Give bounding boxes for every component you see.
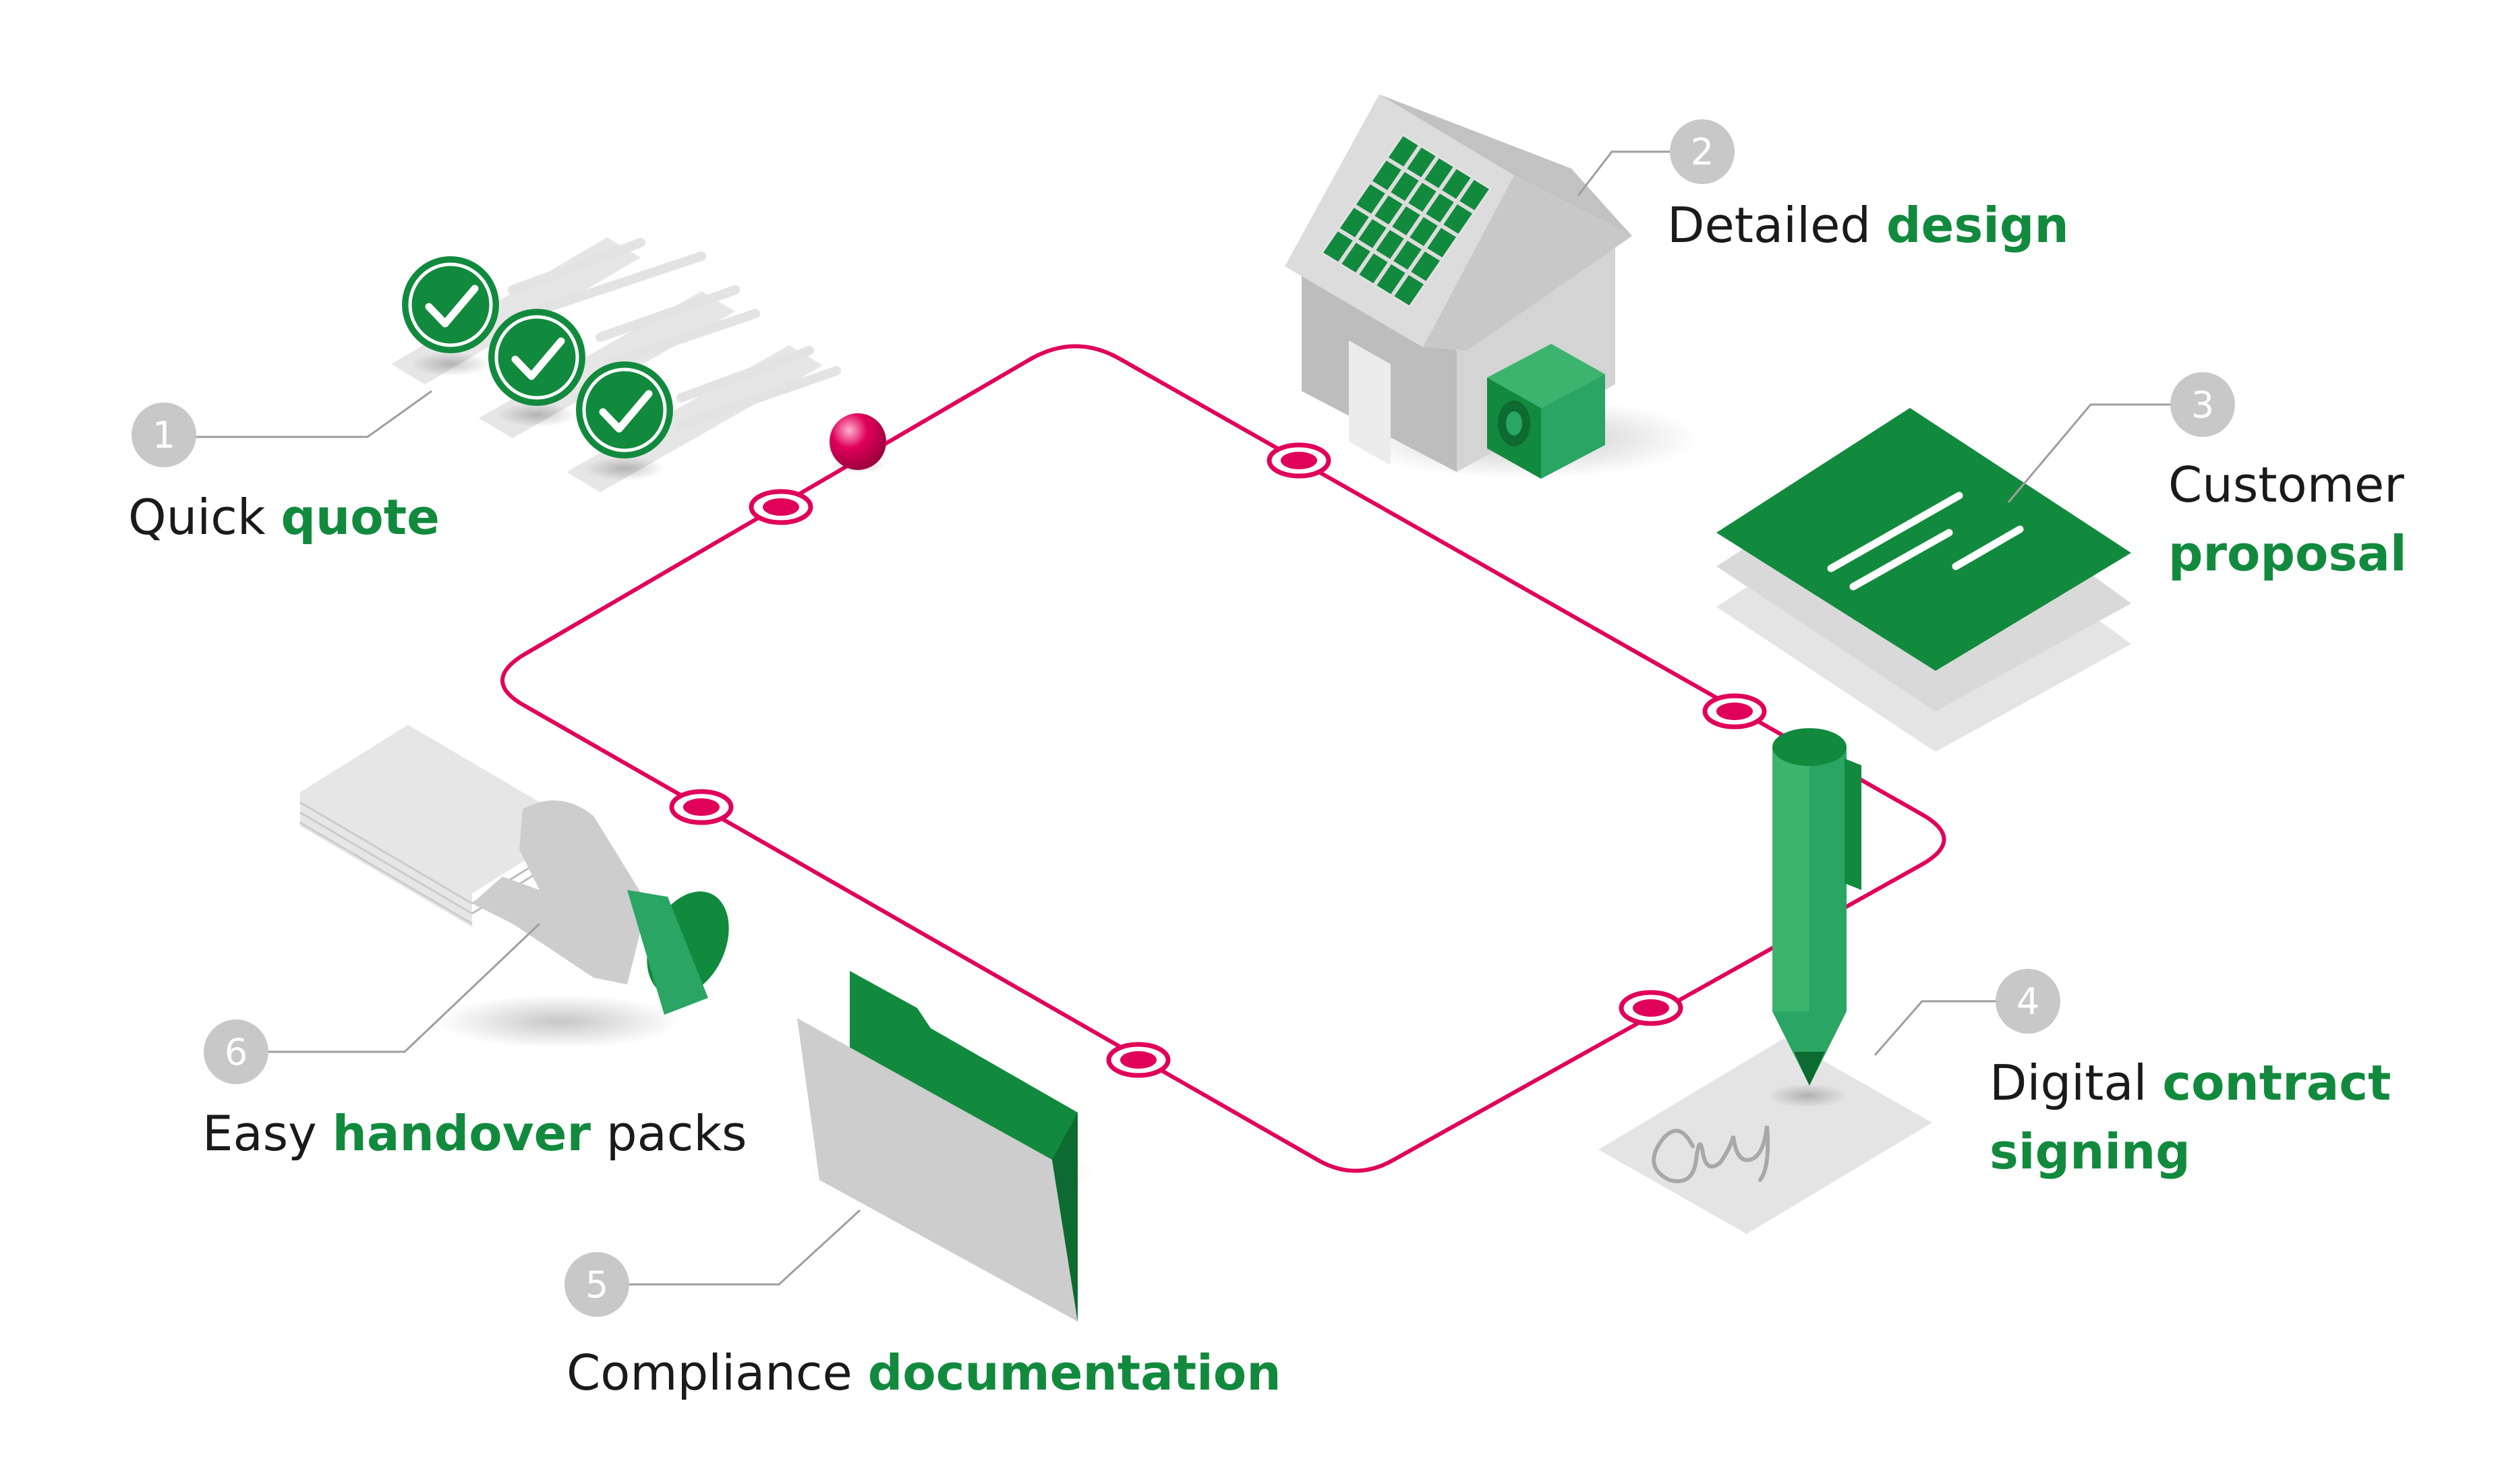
step-label-1: Quick quote [128, 483, 440, 552]
check-icon [488, 309, 585, 406]
path-node [669, 789, 734, 825]
svg-text:3: 3 [2191, 384, 2214, 426]
step-label-6: Easy handover packs [202, 1099, 747, 1168]
check-icon [576, 361, 673, 458]
path-node [1702, 693, 1767, 730]
step-label-3-plain: Customer [2168, 456, 2404, 513]
step-label-2-highlight: design [1886, 197, 2069, 254]
signing-illustration [1598, 728, 1932, 1234]
svg-text:1: 1 [152, 414, 175, 456]
svg-text:5: 5 [585, 1264, 608, 1306]
check-icon [402, 256, 499, 353]
proposal-illustration [1716, 408, 2131, 752]
step-label-5-highlight: documentation [867, 1344, 1281, 1401]
step-label-5: Compliance documentation [567, 1338, 1281, 1407]
step-badge-2: 2 [1670, 119, 1735, 184]
step-label-5-plain: Compliance [567, 1344, 852, 1401]
step-label-4: Digital contract signing [1990, 1048, 2391, 1186]
workflow-path [500, 344, 1946, 1173]
path-node [1619, 990, 1683, 1026]
step-label-3-highlight: proposal [2168, 525, 2407, 582]
path-node-markers [669, 442, 1767, 1078]
step-label-1-highlight: quote [281, 489, 440, 545]
step-badge-4: 4 [1996, 969, 2060, 1034]
svg-text:2: 2 [1691, 131, 1714, 173]
svg-text:4: 4 [2016, 980, 2039, 1023]
svg-text:6: 6 [225, 1031, 248, 1073]
step-label-2: Detailed design [1667, 191, 2069, 260]
checklist-illustration [391, 237, 841, 492]
path-node [749, 489, 813, 525]
step-badge-5: 5 [564, 1252, 629, 1317]
step-label-6-highlight: handover [332, 1105, 591, 1162]
leader-lines [196, 150, 2202, 1286]
step-label-1-plain: Quick [128, 489, 266, 545]
step-label-2-plain: Detailed [1667, 197, 1871, 254]
handover-illustration [299, 725, 729, 1048]
path-node [1106, 1042, 1171, 1078]
step-badge-6: 6 [204, 1019, 268, 1084]
folder-illustration [797, 971, 1093, 1322]
step-label-4-plain: Digital [1990, 1055, 2147, 1111]
path-node [1267, 442, 1331, 479]
step-label-6-plain: Easy [202, 1105, 317, 1162]
step-label-3: Customer proposal [2168, 450, 2407, 588]
progress-ball [830, 413, 886, 473]
house-illustration [1285, 94, 1700, 479]
step-label-4-highlight-2: signing [1990, 1123, 2190, 1180]
step-badge-3: 3 [2170, 372, 2235, 437]
step-badge-1: 1 [132, 403, 196, 467]
step-label-6-after: packs [606, 1105, 747, 1162]
step-label-4-highlight: contract [2162, 1055, 2391, 1111]
